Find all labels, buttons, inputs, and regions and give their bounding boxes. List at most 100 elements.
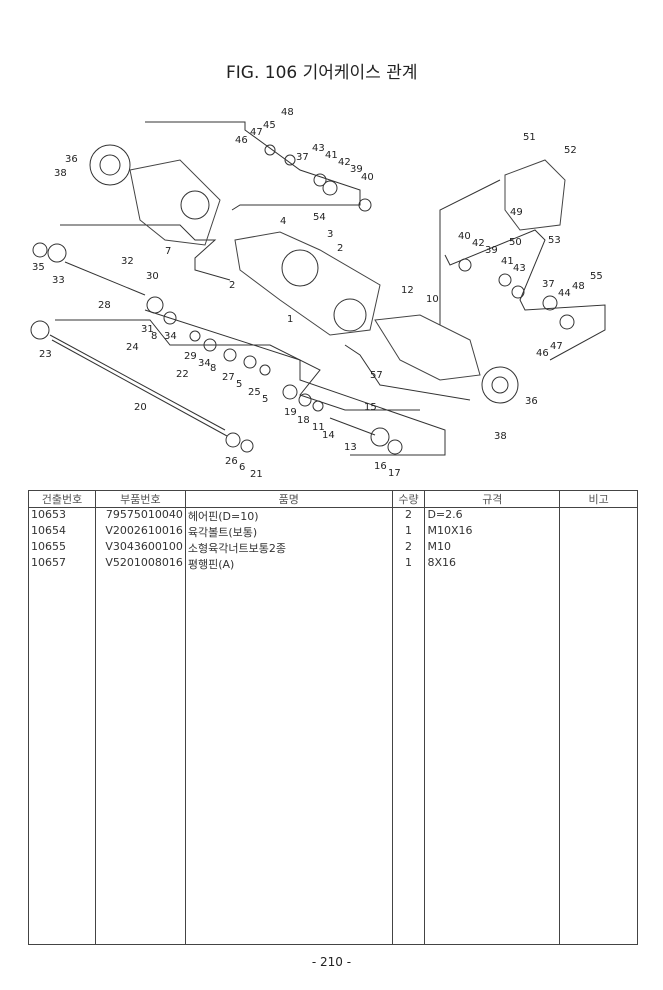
part-name: 소형육각너트보통2종 <box>184 540 393 556</box>
remarks <box>559 540 638 556</box>
callout-number: 44 <box>558 288 571 299</box>
header-remarks: 비고 <box>559 490 638 508</box>
spec: D=2.6 <box>424 507 561 524</box>
ref-no: 10655 <box>28 540 96 556</box>
callout-number: 51 <box>523 132 536 143</box>
callout-number: 21 <box>250 469 263 480</box>
remarks <box>559 507 638 524</box>
callout-number: 45 <box>263 120 276 131</box>
quantity: 1 <box>391 524 426 540</box>
quantity: 2 <box>391 540 426 556</box>
callout-number: 49 <box>510 207 523 218</box>
quantity: 2 <box>391 507 426 524</box>
callout-number: 11 <box>312 422 325 433</box>
callout-number: 26 <box>225 456 238 467</box>
ref-no: 10654 <box>28 524 96 540</box>
part-no: V5201008016 <box>94 556 186 572</box>
ref-no: 10653 <box>28 507 96 524</box>
callout-number: 38 <box>54 168 67 179</box>
spec: M10 <box>424 540 561 556</box>
callout-number: 23 <box>39 349 52 360</box>
callout-number: 22 <box>176 369 189 380</box>
callout-number: 36 <box>65 154 78 165</box>
part-no: V3043600100 <box>94 540 186 556</box>
callout-number: 41 <box>325 150 338 161</box>
callout-number: 36 <box>525 396 538 407</box>
parts-table: 건출번호 부품번호 품명 수량 규격 비고 10653 79575010040 … <box>28 490 638 945</box>
part-name: 헤어핀(D=10) <box>184 507 393 524</box>
callout-number: 1 <box>287 314 294 325</box>
callout-number: 14 <box>322 430 335 441</box>
callout-number: 32 <box>121 256 134 267</box>
parts-drawing <box>30 121 606 456</box>
callout-number: 6 <box>239 462 246 473</box>
header-part-name: 품명 <box>184 490 393 508</box>
callout-number: 30 <box>146 271 159 282</box>
callout-number: 10 <box>426 294 439 305</box>
callout-number: 17 <box>388 468 401 479</box>
callout-number: 19 <box>284 407 297 418</box>
callout-number: 27 <box>222 372 235 383</box>
callout-number: 52 <box>564 145 577 156</box>
callout-number: 43 <box>513 263 526 274</box>
callout-number: 3 <box>327 229 334 240</box>
callout-number: 35 <box>32 262 45 273</box>
callout-number: 46 <box>536 348 549 359</box>
callout-number: 34 <box>198 358 211 369</box>
callout-number: 2 <box>229 280 236 291</box>
table-header-row: 건출번호 부품번호 품명 수량 규격 비고 <box>28 490 638 508</box>
part-name: 평행핀(A) <box>184 556 393 572</box>
page-number: - 210 - <box>311 955 352 969</box>
remarks <box>559 524 638 540</box>
callout-number: 47 <box>550 341 563 352</box>
table-empty-space <box>28 572 638 945</box>
callout-number: 46 <box>235 135 248 146</box>
callout-number: 29 <box>184 351 197 362</box>
callout-number: 7 <box>165 246 172 257</box>
callout-number: 31 <box>141 324 154 335</box>
callout-number: 55 <box>590 271 603 282</box>
callout-number: 5 <box>236 379 243 390</box>
header-quantity: 수량 <box>391 490 426 508</box>
part-no: V2002610016 <box>94 524 186 540</box>
callout-number: 37 <box>296 152 309 163</box>
callout-number: 40 <box>361 172 374 183</box>
callout-number: 40 <box>458 231 471 242</box>
table-row: 10654 V2002610016 육각볼트(보통) 1 M10X16 <box>28 524 638 540</box>
callout-number: 57 <box>370 370 383 381</box>
callout-number: 41 <box>501 256 514 267</box>
callout-number: 48 <box>572 281 585 292</box>
exploded-parts-diagram: 48 47 45 46 37 43 41 42 39 40 36 38 7 4 … <box>0 95 663 490</box>
callout-number: 42 <box>338 157 351 168</box>
callout-number: 42 <box>472 238 485 249</box>
callout-number: 13 <box>344 442 357 453</box>
callout-number: 33 <box>52 275 65 286</box>
quantity: 1 <box>391 556 426 572</box>
callout-number: 37 <box>542 279 555 290</box>
callout-number: 39 <box>485 245 498 256</box>
callout-number: 12 <box>401 285 414 296</box>
remarks <box>559 556 638 572</box>
callout-number: 54 <box>313 212 326 223</box>
header-spec: 규격 <box>424 490 561 508</box>
callout-number: 5 <box>262 394 269 405</box>
table-row: 10655 V3043600100 소형육각너트보통2종 2 M10 <box>28 540 638 556</box>
callout-number: 28 <box>98 300 111 311</box>
header-part-no: 부품번호 <box>94 490 186 508</box>
callout-number: 34 <box>164 331 177 342</box>
callout-number: 8 <box>210 363 217 374</box>
callout-number: 15 <box>364 402 377 413</box>
callout-number: 38 <box>494 431 507 442</box>
part-name: 육각볼트(보통) <box>184 524 393 540</box>
table-row: 10653 79575010040 헤어핀(D=10) 2 D=2.6 <box>28 507 638 524</box>
callout-number: 47 <box>250 127 263 138</box>
callout-number: 25 <box>248 387 261 398</box>
callout-number: 39 <box>350 164 363 175</box>
table-row: 10657 V5201008016 평행핀(A) 1 8X16 <box>28 556 638 572</box>
callout-number: 16 <box>374 461 387 472</box>
callout-number: 50 <box>509 237 522 248</box>
callout-number: 8 <box>151 331 158 342</box>
spec: M10X16 <box>424 524 561 540</box>
callout-number: 24 <box>126 342 139 353</box>
callout-number: 2 <box>337 243 344 254</box>
